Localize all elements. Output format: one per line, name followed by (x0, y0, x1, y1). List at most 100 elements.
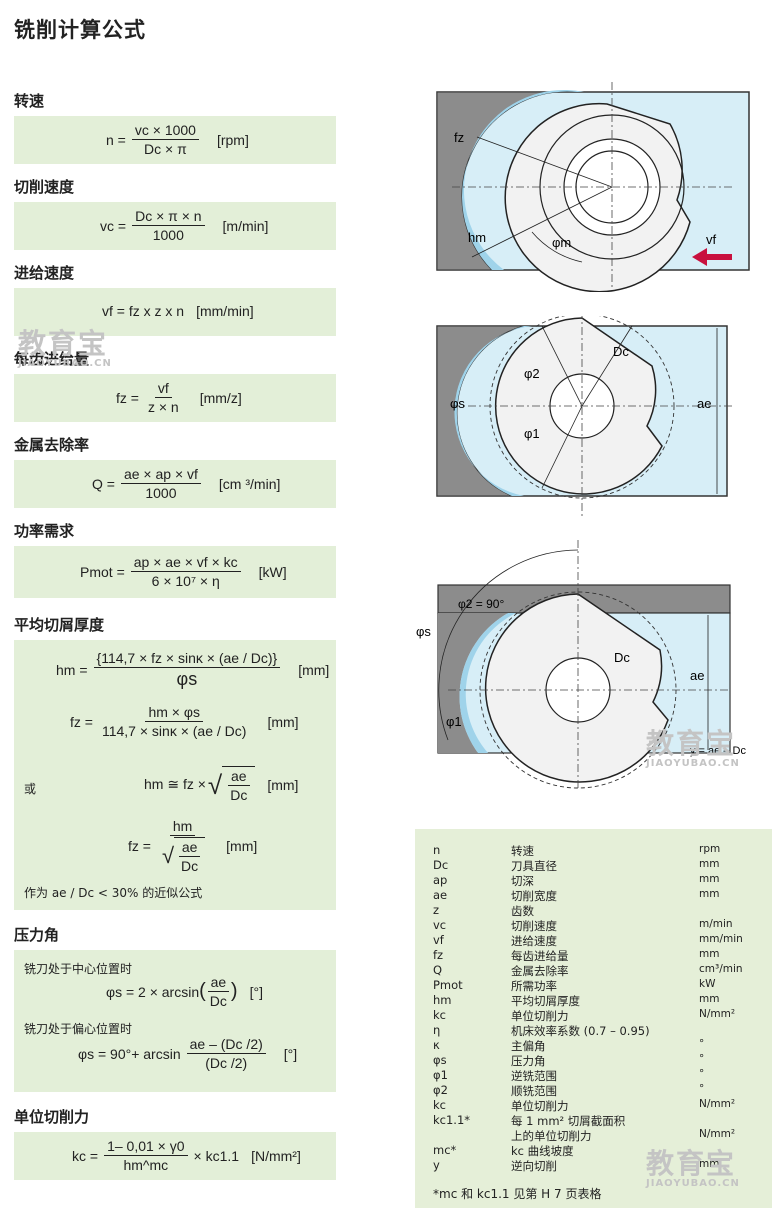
formula-numerator: vf (154, 380, 172, 398)
chip-thickness-heading: 平均切屑厚度 (14, 616, 105, 634)
centered-cutter-diagram: Dc φ2 φ1 φs ae (436, 316, 732, 516)
ae-label: ae (697, 396, 711, 411)
phim-label: φm (552, 235, 571, 250)
legend-sym: φ2 (433, 1083, 448, 1097)
formula-unit: [mm/z] (199, 389, 242, 406)
offset-cutter-diagram: φ2 = 90° φs Dc ae φ1 y = ae – Dc /2 (416, 540, 748, 790)
legend-unit: N/mm² (699, 1128, 736, 1140)
legend-unit: ° (699, 1068, 705, 1080)
legend-row: 上的单位切削力 N/mm² (433, 1128, 763, 1143)
legend-sym: kc (433, 1008, 446, 1022)
formula-unit: [mm] (267, 713, 299, 730)
chip-thickness-formula-1: hm = {114,7 × fz × sinκ × (ae / Dc)}φs [… (56, 650, 329, 690)
feed-speed-formula-box: vf = fz x z x n [mm/min] (14, 288, 336, 336)
removal-rate-heading: 金属去除率 (14, 436, 90, 454)
formula-lhs: Pmot = (80, 563, 125, 580)
watermark-middle: 教育宝 JIAOYUBAO.CN (646, 727, 740, 770)
legend-sym: Pmot (433, 978, 463, 992)
phi2-90-label: φ2 = 90° (458, 597, 504, 611)
legend-desc: 齿数 (511, 904, 534, 918)
legend-unit: mm (699, 858, 720, 870)
watermark-url: JIAOYUBAO.CN (646, 758, 740, 769)
legend-desc: 主偏角 (511, 1039, 546, 1053)
phis-label: φs (450, 396, 465, 411)
formula-unit: [°] (283, 1045, 298, 1062)
legend-unit: N/mm² (699, 1098, 736, 1110)
legend-desc: 切削速度 (511, 919, 557, 933)
formula-numerator: vc × 1000 (131, 122, 199, 140)
formula-denominator: 114,7 × sinκ × (ae / Dc) (101, 723, 247, 739)
legend-sym: ae (433, 888, 448, 902)
formula-lhs: fz = (70, 713, 93, 730)
legend-unit: ° (699, 1083, 705, 1095)
legend-desc: 逆铣范围 (511, 1069, 557, 1083)
formula-unit: [°] (249, 983, 263, 1000)
legend-desc: 逆向切削 (511, 1159, 557, 1173)
legend-sym: η (433, 1023, 441, 1037)
legend-unit: kW (699, 978, 716, 990)
legend-unit: mm (699, 888, 720, 900)
watermark-text: 教育宝 (646, 727, 737, 760)
legend-sym: Dc (433, 858, 449, 872)
formula-numerator: hm (169, 818, 196, 836)
legend-desc: 进给速度 (511, 934, 557, 948)
feed-speed-formula: vf = fz x z x n [mm/min] (102, 303, 254, 319)
legend-desc: 所需功率 (511, 979, 557, 993)
formula-numerator: hm × φs (145, 704, 203, 722)
phi2-label: φ2 (524, 366, 540, 381)
legend-sym: κ (433, 1038, 440, 1052)
legend-desc: 金属去除率 (511, 964, 569, 978)
page-title: 铣削计算公式 (14, 18, 146, 42)
formula-denominator: Dc (209, 993, 227, 1009)
formula-unit: [m/min] (222, 217, 269, 234)
formula-lhs: Q = (92, 475, 115, 492)
formula-denominator: Dc (181, 858, 199, 874)
legend-row: Pmot 所需功率 kW (433, 978, 763, 993)
formula-unit: [rpm] (216, 131, 249, 148)
formula-expression: vf = fz x z x n (102, 303, 185, 319)
speed-heading: 转速 (14, 92, 45, 110)
watermark-url: JIAOYUBAO.CN (646, 1178, 740, 1189)
formula-unit: [mm] (226, 838, 258, 854)
formula-unit: [mm] (298, 662, 330, 678)
chip-thickness-formula-box: hm = {114,7 × fz × sinκ × (ae / Dc)}φs [… (14, 640, 336, 910)
legend-unit: mm/min (699, 933, 743, 945)
legend-desc: 平均切屑厚度 (511, 994, 580, 1008)
pressure-angle-formula-2: φs = 90°+ arcsin ae – (Dc /2)(Dc /2) [°] (78, 1036, 297, 1071)
legend-unit: m/min (699, 918, 733, 930)
legend-sym: z (433, 903, 440, 917)
legend-note: *mc 和 kc1.1 见第 H 7 页表格 (433, 1187, 602, 1201)
specific-force-heading: 单位切削力 (14, 1108, 90, 1126)
feed-arrow-icon (692, 248, 732, 266)
phi1-label: φ1 (446, 714, 462, 729)
vf-label: vf (706, 232, 717, 247)
formula-numerator: {114,7 × fz × sinκ × (ae / Dc)} (93, 650, 281, 668)
cutting-speed-heading: 切削速度 (14, 178, 75, 196)
legend-desc: 上的单位切削力 (511, 1129, 592, 1143)
feed-speed-heading: 进给速度 (14, 264, 75, 282)
or-label: 或 (24, 782, 37, 796)
legend-desc: 单位切削力 (511, 1099, 569, 1113)
formula-rhs: × kc1.1 (193, 1147, 240, 1164)
y-offset-label: y = ae – Dc /2 (690, 745, 748, 757)
approximation-note: 作为 ae / Dc < 30% 的近似公式 (24, 886, 203, 900)
